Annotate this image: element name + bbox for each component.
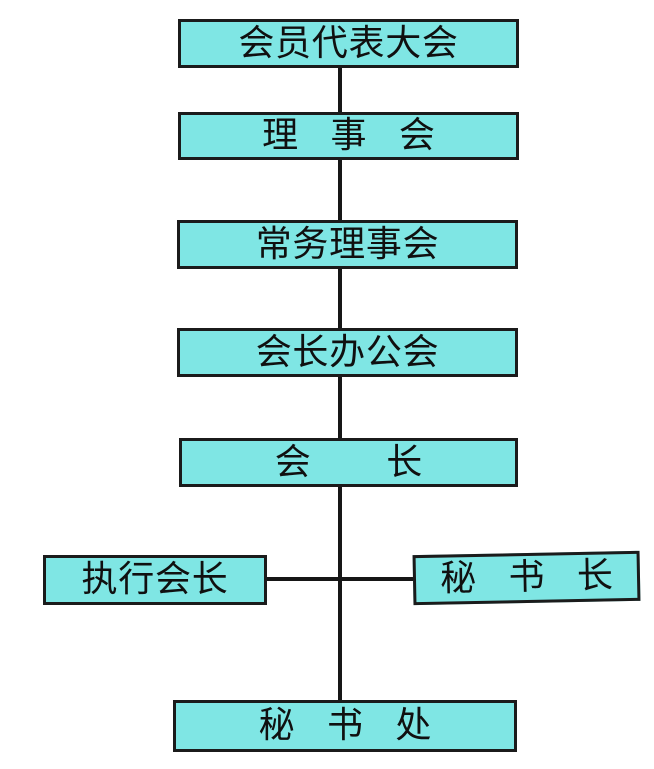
node-president-office: 会长办公会 xyxy=(177,328,518,377)
node-secretariat: 秘书处 xyxy=(173,700,517,752)
node-standing-council: 常务理事会 xyxy=(177,220,518,269)
node-council: 理事会 xyxy=(178,112,519,160)
node-executive-president: 执行会长 xyxy=(43,555,267,605)
node-president: 会长 xyxy=(179,438,518,487)
node-secretary-general: 秘书长 xyxy=(412,550,646,606)
connector-vertical-spine xyxy=(338,66,342,704)
connector-horizontal-branch xyxy=(265,577,415,581)
node-member-assembly: 会员代表大会 xyxy=(178,19,519,68)
